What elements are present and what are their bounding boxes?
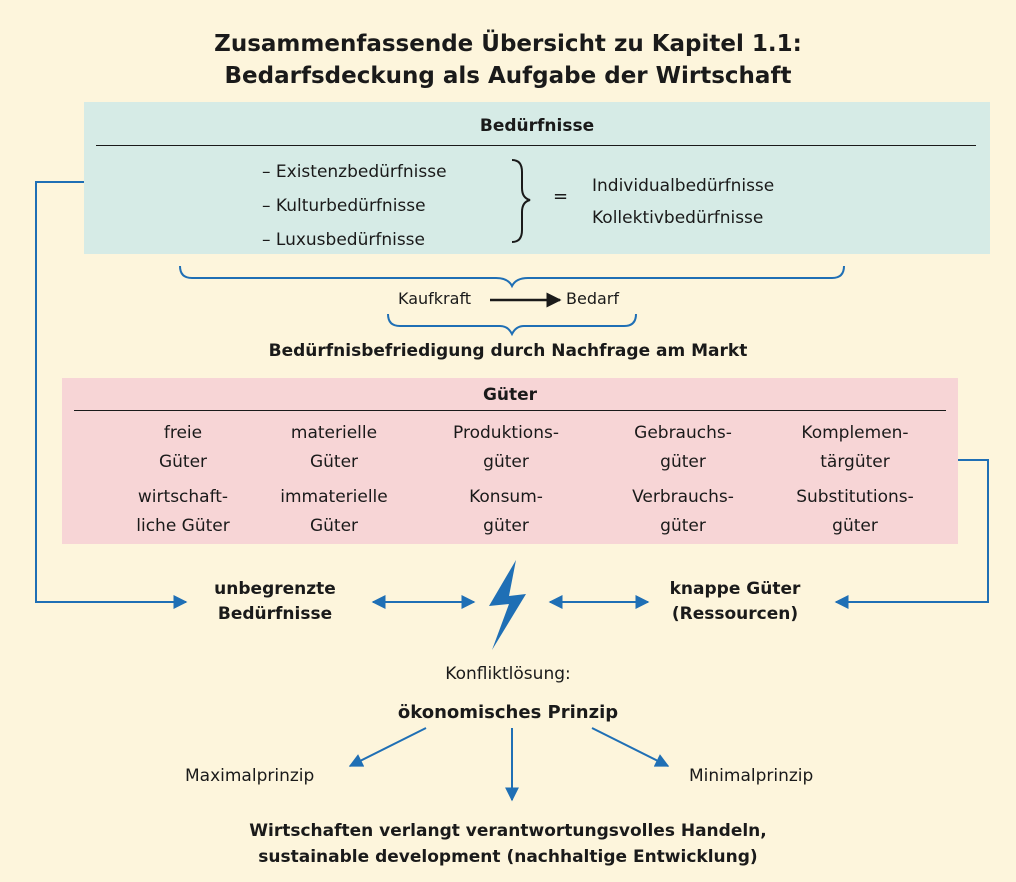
needs-box [84,102,990,254]
needs-category-list: Individualbedürfnisse Kollektivbedürfnis… [592,170,774,234]
scarce-goods-line: (Ressourcen) [671,604,799,624]
needs-divider [96,145,976,146]
title-line-2: Bedarfsdeckung als Aufgabe der Wirtschaf… [224,63,792,89]
goods-cell-substitute: Substitutions- güter [770,483,940,541]
purchasing-power-label: Kaufkraft [398,289,472,308]
goods-cell-complementary: Komplemen- tärgüter [770,419,940,477]
minimal-arrow [591,727,670,767]
goods-cell-line: güter [832,516,878,536]
goods-cell-line: güter [483,452,529,472]
goods-cell-line: Verbrauchs- [632,487,734,507]
demand-label: Bedarf [566,289,619,308]
goods-cell-consumer: Konsum- güter [421,483,591,541]
unlimited-needs-line: unbegrenzte [214,579,336,599]
goods-cell-durable: Gebrauchs- güter [598,419,768,477]
need-type-luxury: – Luxusbedürfnisse [262,230,426,250]
goods-connector-arrow [834,459,989,609]
goods-cell-line: Komplemen- [801,423,909,443]
unlimited-needs-line: Bedürfnisse [217,604,333,624]
economic-principle-label: ökonomisches Prinzip [397,702,619,723]
goods-cell-economic: wirtschaft- liche Güter [98,483,268,541]
goods-divider [74,410,946,411]
maximal-principle-label: Maximalprinzip [185,766,315,786]
lightning-icon [489,560,526,650]
conflict-resolution-label: Konfliktlösung: [445,664,571,684]
minimal-principle-label: Minimalprinzip [689,766,814,786]
footer-statement: Wirtschaften verlangt verantwortungsvoll… [0,818,1016,870]
need-category-collective: Kollektivbedürfnisse [592,208,764,228]
goods-cell-line: immaterielle [280,487,388,507]
goods-cell-line: güter [660,452,706,472]
goods-heading: Güter [482,385,538,405]
goods-cell-line: Gebrauchs- [634,423,732,443]
need-type-existence: – Existenzbedürfnisse [262,162,447,182]
goods-box [62,378,958,544]
needs-under-brace [179,265,845,289]
goods-cell-line: güter [483,516,529,536]
goods-cell-consumable: Verbrauchs- güter [598,483,768,541]
goods-cell-line: Güter [158,452,208,472]
goods-cell-line: materielle [290,423,378,443]
needs-connector-arrow [35,181,188,609]
footer-line-1: Wirtschaften verlangt verantwortungsvoll… [249,821,767,841]
maximal-arrow [348,727,427,767]
page-title: Zusammenfassende Übersicht zu Kapitel 1.… [0,28,1016,92]
goods-cell-line: Konsum- [469,487,543,507]
goods-cell-line: Substitutions- [796,487,914,507]
needs-type-list: – Existenzbedürfnisse – Kulturbedürfniss… [262,155,447,257]
needs-heading: Bedürfnisse [479,116,595,136]
satisfaction-label: Bedürfnisbefriedigung durch Nachfrage am… [268,341,748,361]
need-category-individual: Individualbedürfnisse [592,176,775,196]
goods-cell-line: Güter [309,516,359,536]
goods-cell-line: freie [163,423,203,443]
goods-cell-free: freie Güter [98,419,268,477]
footer-line-2: sustainable development (nachhaltige Ent… [258,847,758,867]
title-line-1: Zusammenfassende Übersicht zu Kapitel 1.… [214,31,802,57]
scarce-goods-line: knappe Güter [669,579,801,599]
goods-cell-production: Produktions- güter [421,419,591,477]
goods-cell-material: materielle Güter [249,419,419,477]
goods-cell-line: liche Güter [136,516,230,536]
goods-cell-immaterial: immaterielle Güter [249,483,419,541]
scarce-goods-label: knappe Güter (Ressourcen) [650,577,820,627]
goods-cell-line: tärgüter [820,452,890,472]
goods-cell-line: Produktions- [453,423,559,443]
unlimited-needs-label: unbegrenzte Bedürfnisse [190,577,360,627]
demand-under-brace [387,313,637,337]
goods-cell-line: wirtschaft- [137,487,229,507]
needs-right-brace [511,159,531,243]
equals-sign: = [553,186,569,207]
goods-cell-line: güter [660,516,706,536]
need-type-culture: – Kulturbedürfnisse [262,196,426,216]
goods-cell-line: Güter [309,452,359,472]
